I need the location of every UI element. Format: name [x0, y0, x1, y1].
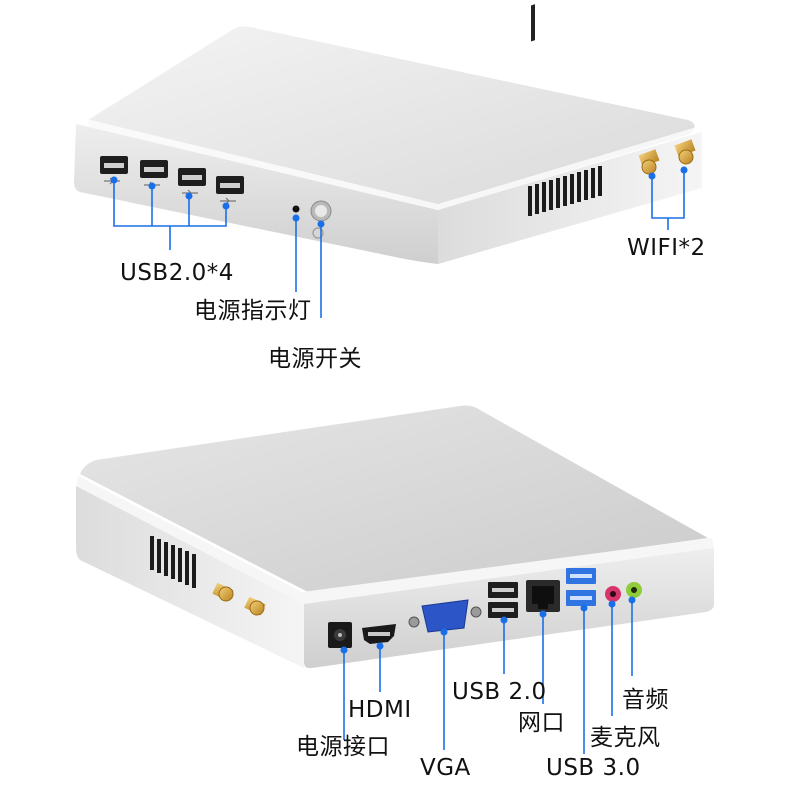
vga-port [408, 599, 482, 633]
power-button [310, 200, 332, 239]
label-usb20: USB 2.0 [452, 679, 547, 705]
usb20-ports-bottom [488, 582, 518, 618]
mic-jack [605, 586, 621, 602]
label-ethernet: 网口 [518, 710, 565, 736]
label-audio: 音频 [622, 687, 669, 713]
usb-ports-top [100, 156, 244, 194]
hdmi-port [362, 624, 396, 644]
usb30-ports-bottom [566, 568, 596, 606]
vent-grille-bottom [150, 536, 196, 588]
wifi-antenna-connectors-bottom [212, 582, 266, 616]
power-led [292, 205, 300, 213]
dc-power-jack [328, 622, 352, 648]
label-wifi: WIFI*2 [627, 235, 706, 261]
wifi-antenna-connectors-top [638, 139, 696, 175]
label-usb30: USB 3.0 [546, 755, 641, 781]
label-power-jack: 电源接口 [296, 734, 390, 760]
callout-dots-bottom [340, 596, 636, 654]
label-hdmi: HDMI [348, 697, 412, 723]
top-vents [531, 4, 535, 42]
label-usb20x4: USB2.0*4 [120, 260, 234, 286]
callout-lines-bottom [343, 600, 633, 754]
label-mic: 麦克风 [590, 725, 661, 751]
label-power-led: 电源指示灯 [194, 298, 312, 324]
label-power-switch: 电源开关 [268, 346, 362, 372]
callout-lines-top [113, 170, 685, 318]
vent-grille-top [528, 166, 602, 216]
ethernet-port [526, 580, 560, 612]
audio-jack [626, 582, 642, 598]
label-vga: VGA [420, 755, 471, 781]
callout-dots-top [110, 166, 688, 228]
top-device [74, 4, 704, 264]
